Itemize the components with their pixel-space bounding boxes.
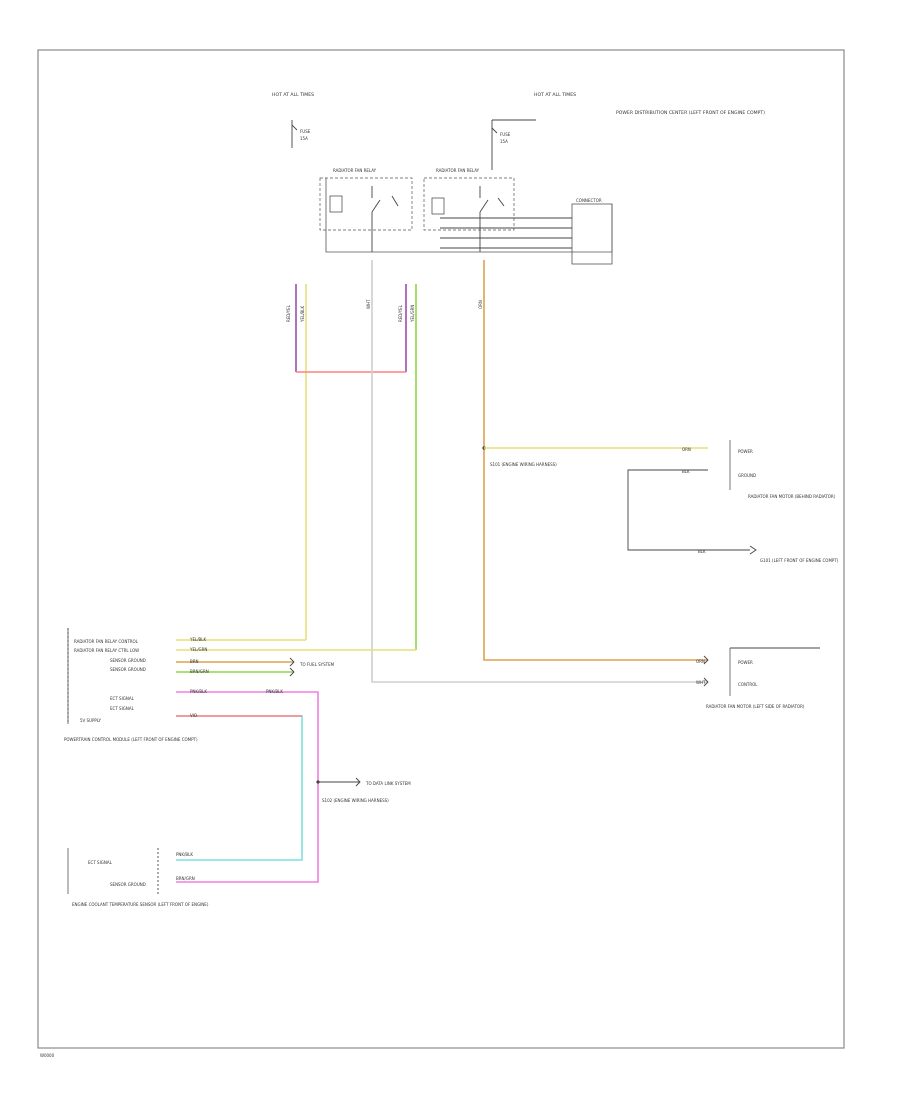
pcm-wire-2-code: YEL/GRN xyxy=(189,647,207,652)
fuse-amp-left: 15A xyxy=(300,136,308,141)
relay-out-left-code: WHT xyxy=(366,299,371,309)
sensor-wire-1-code: PNK/BLK xyxy=(176,852,193,857)
harness-wires: RED/YEL YEL/BLK RED/YEL YEL/GRN WHT ORN xyxy=(286,260,708,683)
harness-right-b-code: YEL/GRN xyxy=(410,305,415,323)
splice-s101: S101 (ENGINE WIRING HARNESS) xyxy=(482,446,708,467)
motor-wire-2-code: BLK xyxy=(682,469,690,474)
radiator-fan-motor-lower: POWER CONTROL ORN WHT RADIATOR FAN MOTOR… xyxy=(696,647,820,709)
pcm-pin-3: SENSOR GROUND xyxy=(110,658,146,663)
fan-wire-1-code: ORN xyxy=(696,659,705,664)
connector-label: CONNECTOR xyxy=(576,198,602,203)
relay-right-label: RADIATOR FAN RELAY xyxy=(436,168,480,173)
fan-motor-pin-1: POWER xyxy=(738,660,753,665)
fan-wire-2-code: WHT xyxy=(696,680,706,685)
power-distribution-box xyxy=(325,178,613,253)
pcm: RADIATOR FAN RELAY CONTROL RADIATOR FAN … xyxy=(64,628,416,883)
hot-label-left: HOT AT ALL TIMES xyxy=(272,92,314,98)
pcm-wire-4-code: BRN/GRN xyxy=(190,669,209,674)
pcm-title: POWERTRAIN CONTROL MODULE (LEFT FRONT OF… xyxy=(64,737,198,742)
relay-left-label: RADIATOR FAN RELAY xyxy=(333,168,377,173)
right-fuse-feed: HOT AT ALL TIMES FUSE 15A xyxy=(491,92,576,170)
harness-left-a-code: RED/YEL xyxy=(286,304,291,322)
pcm-pin-1: RADIATOR FAN RELAY CONTROL xyxy=(74,639,139,644)
to-fuel-label: TO FUEL SYSTEM xyxy=(299,662,335,667)
relay-out-right-code: ORN xyxy=(478,300,483,309)
radiator-fan-motor: POWER GROUND RADIATOR FAN MOTOR (BEHIND … xyxy=(627,440,839,563)
relay-right: RADIATOR FAN RELAY xyxy=(423,168,515,252)
pcm-pin-6: ECT SIGNAL xyxy=(110,706,135,711)
pcm-wire-1-code: YEL/BLK xyxy=(189,637,207,642)
pcm-wire-7-code: VIO xyxy=(190,713,197,718)
left-fuse-feed: HOT AT ALL TIMES FUSE 15A xyxy=(272,92,314,148)
fan-motor-title: RADIATOR FAN MOTOR (LEFT SIDE OF RADIATO… xyxy=(706,704,805,709)
sensor-title: ENGINE COOLANT TEMPERATURE SENSOR (LEFT … xyxy=(72,902,209,907)
motor-title: RADIATOR FAN MOTOR (BEHIND RADIATOR) xyxy=(748,494,836,499)
motor-pin-2: GROUND xyxy=(738,473,756,478)
fuse-amp-right: 15A xyxy=(500,139,508,144)
fan-motor-pin-2: CONTROL xyxy=(738,682,758,687)
motor-wire-1-code: ORN xyxy=(682,447,691,452)
to-data-label: TO DATA LINK SYSTEM xyxy=(365,781,411,786)
splice-s102: TO DATA LINK SYSTEM S102 (ENGINE WIRING … xyxy=(316,777,411,803)
diagram-frame xyxy=(37,49,845,1049)
splice-s102-label: S102 (ENGINE WIRING HARNESS) xyxy=(322,798,389,803)
pcm-wire-5-code: PNK/BLK xyxy=(190,689,207,694)
sensor-pin-1: ECT SIGNAL xyxy=(88,860,113,865)
sensor-pin-2: SENSOR GROUND xyxy=(110,882,146,887)
ect-sensor: ECT SIGNAL SENSOR GROUND PNK/BLK BRN/GRN… xyxy=(67,848,209,907)
ground-label: G101 (LEFT FRONT OF ENGINE COMPT) xyxy=(760,558,839,563)
relay-left: RADIATOR FAN RELAY xyxy=(319,168,413,252)
fuse-label-right: FUSE xyxy=(500,132,511,137)
pcm-wire-3-code: BRN xyxy=(190,659,199,664)
harness-left-b-code: YEL/BLK xyxy=(300,305,305,323)
pcm-pin-4: SENSOR GROUND xyxy=(110,667,146,672)
pdc-connector: CONNECTOR xyxy=(440,198,613,265)
power-dist-label: POWER DISTRIBUTION CENTER (LEFT FRONT OF… xyxy=(616,110,765,116)
harness-right-a-code: RED/YEL xyxy=(398,304,403,322)
sensor-wire-2-code: BRN/GRN xyxy=(176,876,195,881)
motor-gnd-code: BLK xyxy=(698,549,706,554)
footer-code: W0000 xyxy=(40,1053,55,1058)
pcm-pin-2: RADIATOR FAN RELAY CTRL LOW xyxy=(74,648,139,653)
pcm-pin-7: 5V SUPPLY xyxy=(80,718,102,723)
pcm-wire-6-code: PNK/BLK xyxy=(266,689,283,694)
pcm-pin-5: ECT SIGNAL xyxy=(110,696,135,701)
fuse-label-left: FUSE xyxy=(300,129,311,134)
hot-label-right: HOT AT ALL TIMES xyxy=(534,92,576,98)
motor-pin-1: POWER xyxy=(738,449,753,454)
splice-s101-label: S101 (ENGINE WIRING HARNESS) xyxy=(490,462,557,467)
